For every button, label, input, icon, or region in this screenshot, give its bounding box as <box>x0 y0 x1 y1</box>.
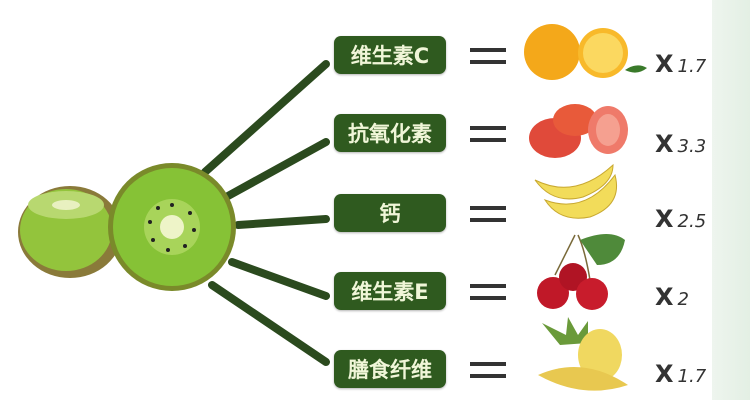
equals-sign <box>470 126 506 142</box>
nutrient-label: 抗氧化素 <box>334 114 446 152</box>
connector-line <box>224 138 330 200</box>
background-strip <box>712 0 750 400</box>
orange-icon <box>524 24 647 80</box>
connector-line <box>228 258 330 300</box>
tomato-icon <box>529 104 628 158</box>
connector-lines <box>201 60 330 366</box>
nutrient-label: 钙 <box>334 194 446 232</box>
nutrient-label: 维生素E <box>334 272 446 310</box>
equals-sign <box>470 362 506 378</box>
banana-icon <box>534 163 617 219</box>
nutrient-label: 维生素C <box>334 36 446 74</box>
kiwi-half-icon <box>18 186 122 278</box>
nutrient-label: 膳食纤维 <box>334 350 446 388</box>
cherry-icon <box>537 234 625 310</box>
connector-line <box>234 215 330 229</box>
connector-line <box>201 60 330 176</box>
kiwi-slice-icon <box>108 163 236 291</box>
pineapple-icon <box>538 317 628 391</box>
connector-line <box>208 281 330 366</box>
equals-sign <box>470 284 506 300</box>
equals-sign <box>470 206 506 222</box>
equals-sign <box>470 48 506 64</box>
